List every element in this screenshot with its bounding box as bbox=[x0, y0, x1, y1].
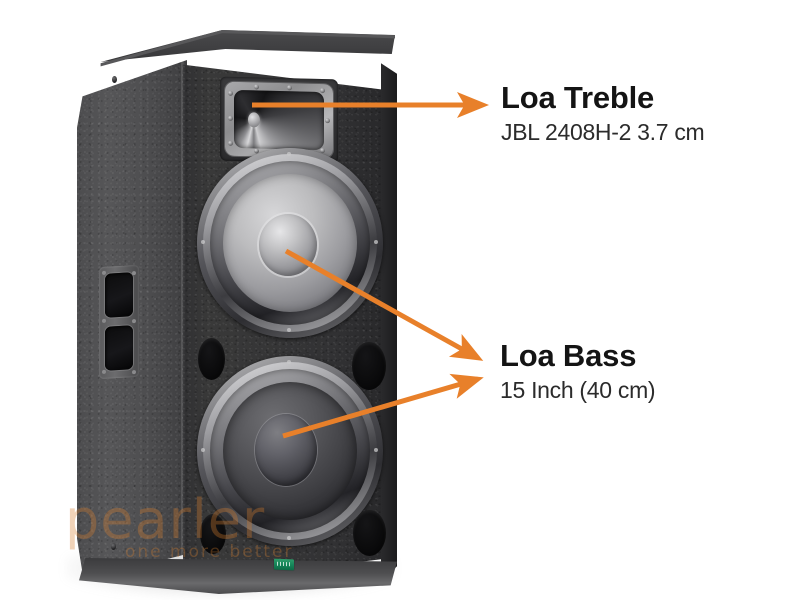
side-handle-assembly[interactable] bbox=[99, 264, 139, 380]
cabinet-corner-highlight bbox=[181, 56, 185, 584]
horn-bolt bbox=[287, 85, 292, 91]
handle-screw bbox=[102, 369, 106, 374]
woofer-upper bbox=[197, 148, 383, 338]
handle-screw bbox=[132, 370, 136, 375]
side-handle-lower[interactable] bbox=[105, 325, 133, 371]
woofer-screw bbox=[287, 536, 291, 540]
handle-screw bbox=[102, 318, 106, 323]
handle-screw bbox=[132, 271, 136, 276]
side-screw-bottom bbox=[111, 543, 116, 550]
woofer-lower bbox=[197, 356, 383, 546]
woofer-screw bbox=[201, 240, 205, 244]
horn-throat bbox=[248, 112, 260, 128]
side-handle-upper[interactable] bbox=[105, 272, 133, 318]
horn-bolt bbox=[320, 88, 325, 94]
horn-bolt bbox=[228, 115, 233, 121]
woofer-screw bbox=[287, 360, 291, 364]
label-treble-title: Loa Treble bbox=[501, 80, 655, 115]
woofer-screw bbox=[374, 240, 378, 244]
woofer-lower-dustcap bbox=[255, 414, 317, 486]
woofer-screw bbox=[287, 328, 291, 332]
woofer-screw bbox=[287, 152, 291, 156]
bass-port-left-lower bbox=[200, 514, 226, 554]
bass-port-right-lower bbox=[353, 510, 386, 556]
cabinet-right-rim bbox=[381, 63, 397, 582]
horn-mounting-plate bbox=[225, 81, 333, 159]
label-treble-subtitle: JBL 2408H-2 3.7 cm bbox=[501, 118, 705, 145]
label-bass-subtitle: 15 Inch (40 cm) bbox=[500, 376, 656, 403]
side-screw-top bbox=[112, 76, 117, 83]
horn-bolt bbox=[325, 118, 330, 124]
horn-mouth bbox=[234, 89, 324, 151]
green-logo-badge bbox=[274, 558, 294, 571]
label-treble: Loa Treble JBL 2408H-2 3.7 cm bbox=[501, 80, 705, 146]
speaker-photo: pearler one more better bbox=[55, 18, 405, 598]
woofer-screw bbox=[201, 448, 205, 452]
handle-screw bbox=[132, 319, 136, 324]
horn-bolt bbox=[228, 140, 233, 146]
bass-port-right-upper bbox=[352, 342, 386, 390]
woofer-screw bbox=[374, 448, 378, 452]
horn-bolt bbox=[228, 90, 233, 96]
label-bass: Loa Bass 15 Inch (40 cm) bbox=[500, 338, 656, 404]
label-bass-title: Loa Bass bbox=[500, 338, 637, 373]
horn-bolt bbox=[254, 84, 259, 90]
handle-screw bbox=[102, 270, 106, 275]
woofer-upper-dustcap bbox=[259, 214, 317, 276]
bass-port-left-upper bbox=[198, 338, 225, 380]
